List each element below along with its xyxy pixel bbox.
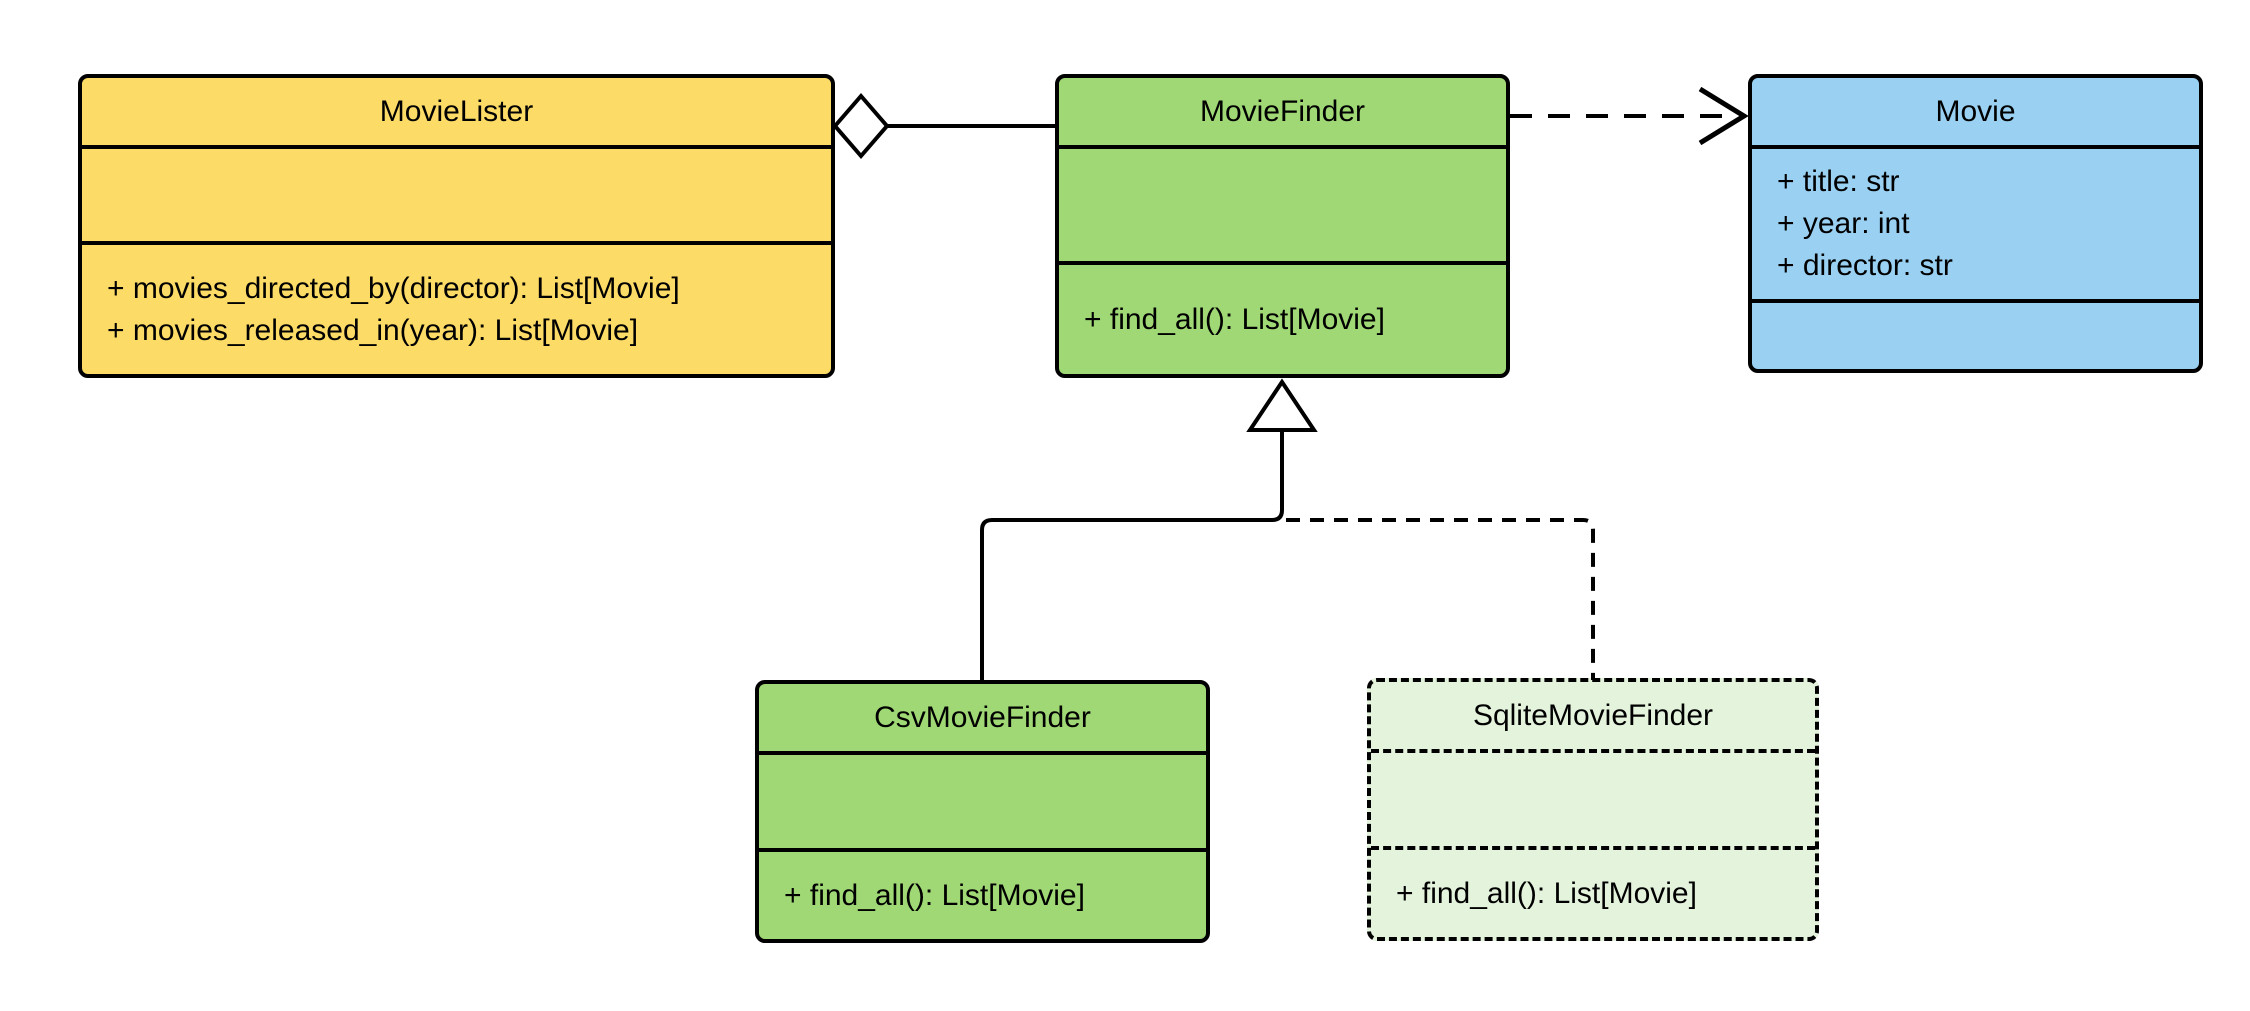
generalization-triangle-icon [1246,378,1318,432]
class-box-movielister: MovieLister + movies_directed_by(directo… [78,74,835,378]
class-methods-compartment: + movies_directed_by(director): List[Mov… [82,241,831,374]
class-attributes-compartment [759,751,1206,848]
attribute-label: + year: int [1777,207,1910,240]
method-label: + movies_released_in(year): List[Movie] [107,313,639,347]
method-label: + find_all(): List[Movie] [784,878,1085,912]
method-label: + find_all(): List[Movie] [1084,302,1385,336]
class-attributes-compartment [1059,145,1506,261]
attribute-label: + title: str [1777,165,1900,198]
class-box-csvmoviefinder: CsvMovieFinder + find_all(): List[Movie] [755,680,1210,943]
class-methods-compartment [1752,299,2199,369]
class-name: MovieLister [379,94,534,128]
class-name: CsvMovieFinder [874,700,1091,734]
class-name: MovieFinder [1199,94,1366,128]
dependency-arrowhead-icon [1698,86,1749,146]
class-box-movie: Movie + title: str + year: int + directo… [1748,74,2203,373]
class-attributes-compartment [1371,749,1815,846]
class-methods-compartment: + find_all(): List[Movie] [1371,846,1815,937]
class-methods-compartment: + find_all(): List[Movie] [759,848,1206,939]
attribute-label: + director: str [1777,249,1953,282]
aggregation-diamond-icon [832,92,890,160]
class-name: SqliteMovieFinder [1472,698,1714,732]
class-name: Movie [1935,94,2016,128]
class-title-compartment: SqliteMovieFinder [1371,682,1815,749]
class-title-compartment: CsvMovieFinder [759,684,1206,751]
class-attributes-compartment [82,145,831,241]
class-title-compartment: MovieFinder [1059,78,1506,145]
class-box-sqlitemoviefinder: SqliteMovieFinder + find_all(): List[Mov… [1367,678,1819,941]
class-box-moviefinder: MovieFinder + find_all(): List[Movie] [1055,74,1510,378]
method-label: + find_all(): List[Movie] [1396,876,1697,910]
method-label: + movies_directed_by(director): List[Mov… [107,271,680,305]
class-title-compartment: Movie [1752,78,2199,145]
class-methods-compartment: + find_all(): List[Movie] [1059,261,1506,374]
class-title-compartment: MovieLister [82,78,831,145]
class-attributes-compartment: + title: str + year: int + director: str [1752,145,2199,299]
generalization-line-solid [980,430,1284,682]
realization-line-dashed [1286,518,1595,680]
